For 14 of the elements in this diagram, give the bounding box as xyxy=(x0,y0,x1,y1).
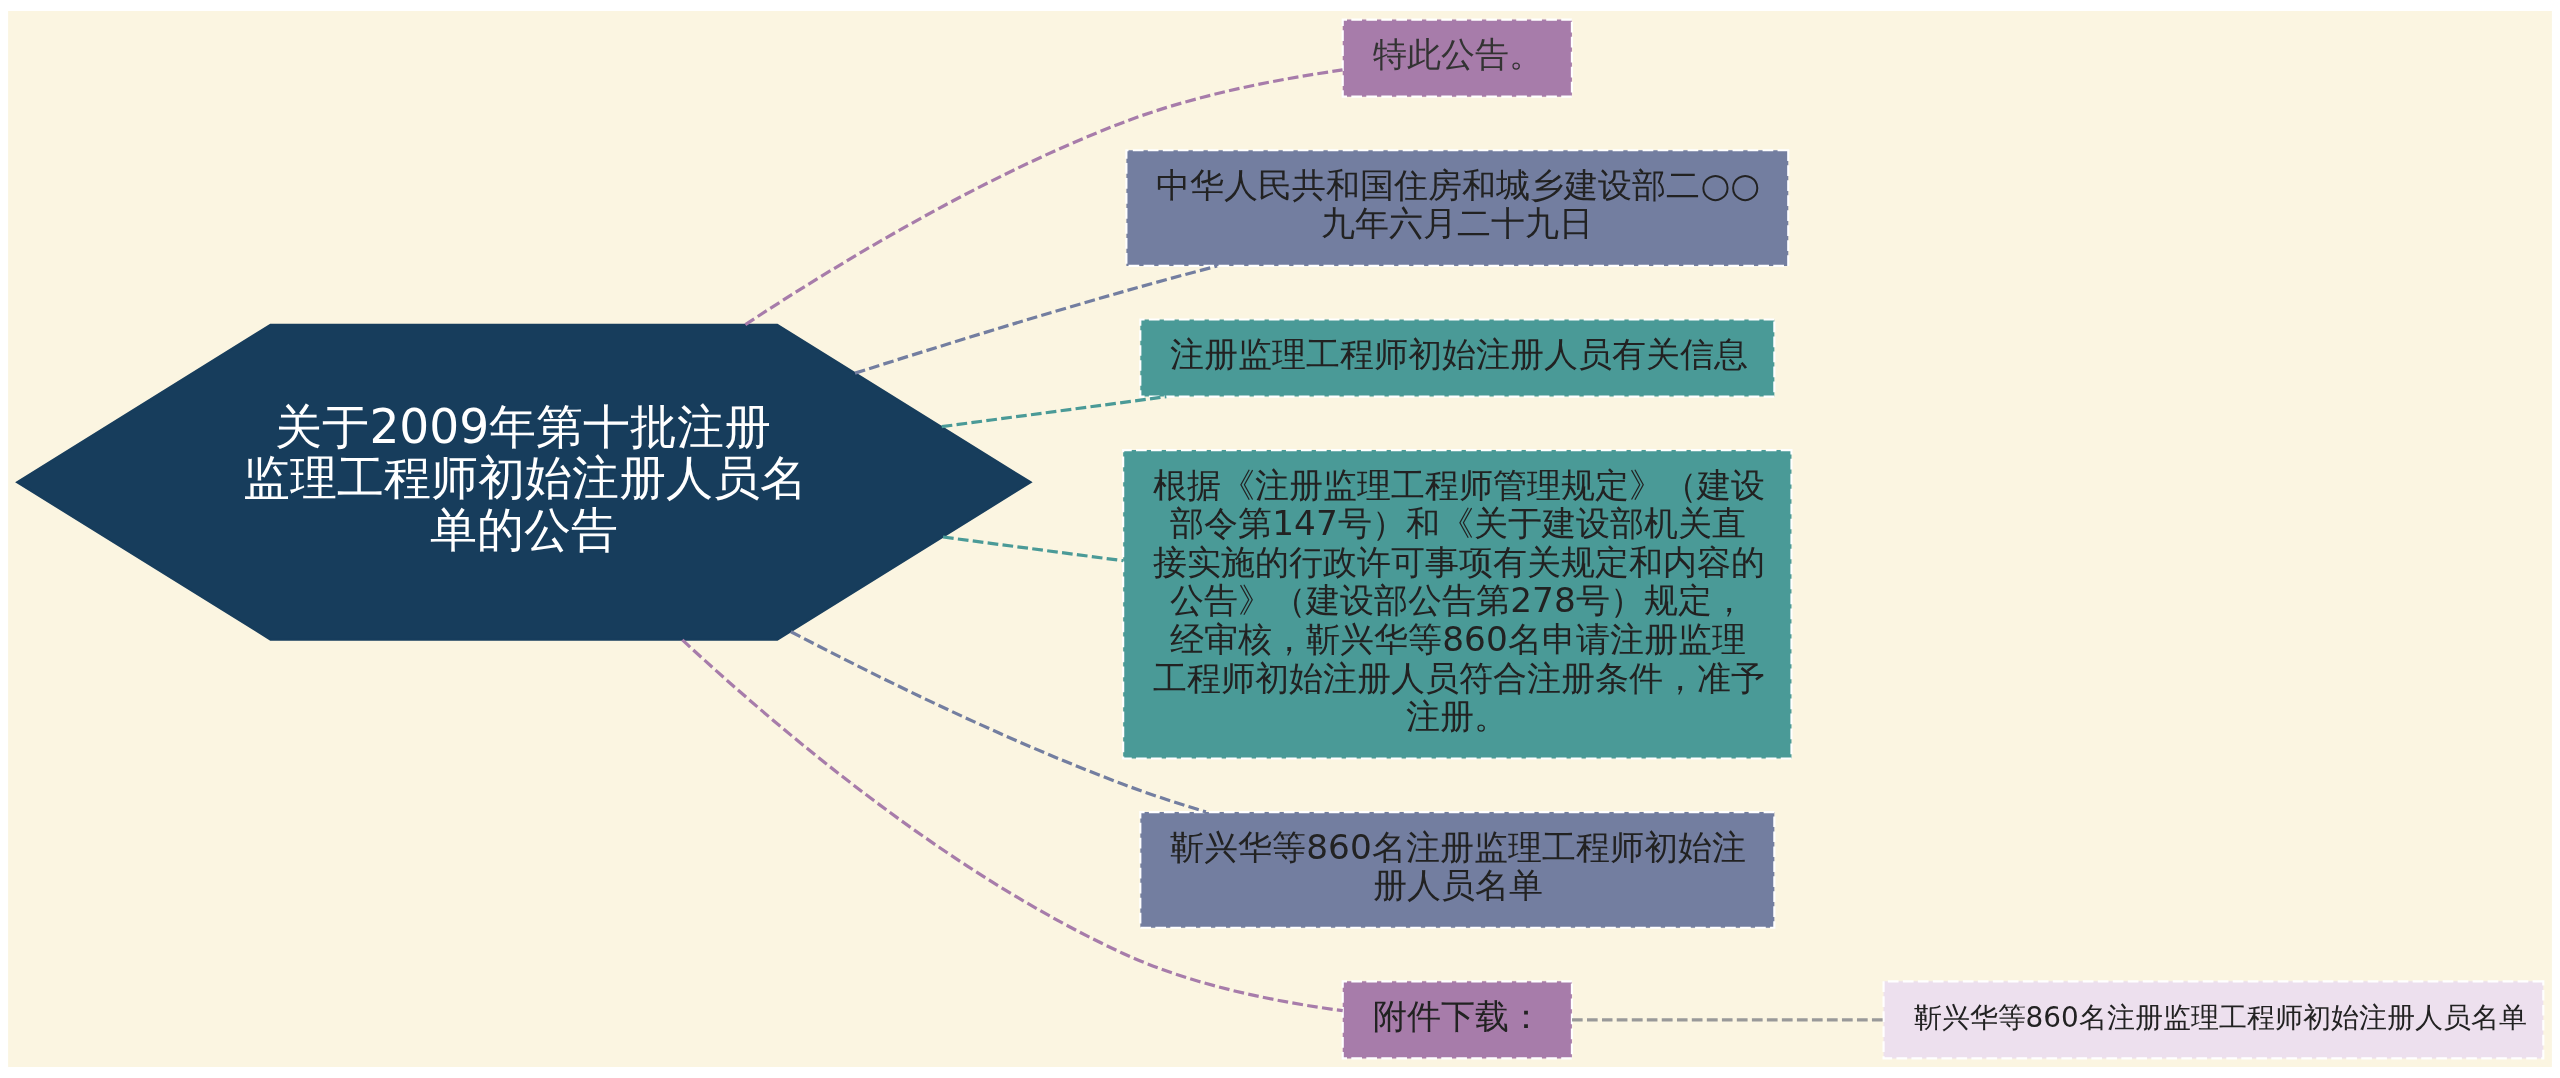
connector xyxy=(681,638,1343,1013)
node-box: 靳兴华等860名注册监理工程师初始注册人员名单 xyxy=(1882,980,2545,1060)
node-box: 中华人民共和国住房和城乡建设部二○○九年六月二十九日 xyxy=(1125,149,1790,267)
node-box: 根据《注册监理工程师管理规定》（建设部令第147号）和《关于建设部机关直接实施的行政许可事项有关规定和内容的公告》（建设部公告第278号）规定，经审核，靳兴华等860名申请注册监理工程师初始注册人员符合注册条件，准予注册。 xyxy=(1122,449,1793,760)
node-box: 靳兴华等860名注册监理工程师初始注册人员名单 xyxy=(1139,811,1776,929)
connector xyxy=(1572,1018,1883,1022)
node-box: 注册监理工程师初始注册人员有关信息 xyxy=(1139,318,1776,398)
connector xyxy=(744,68,1343,326)
connector xyxy=(942,535,1124,563)
connector xyxy=(790,630,1207,814)
connector xyxy=(854,264,1218,375)
connector xyxy=(941,395,1167,429)
node-box: 特此公告。 xyxy=(1341,18,1573,98)
node-box: 附件下载： xyxy=(1341,980,1573,1060)
